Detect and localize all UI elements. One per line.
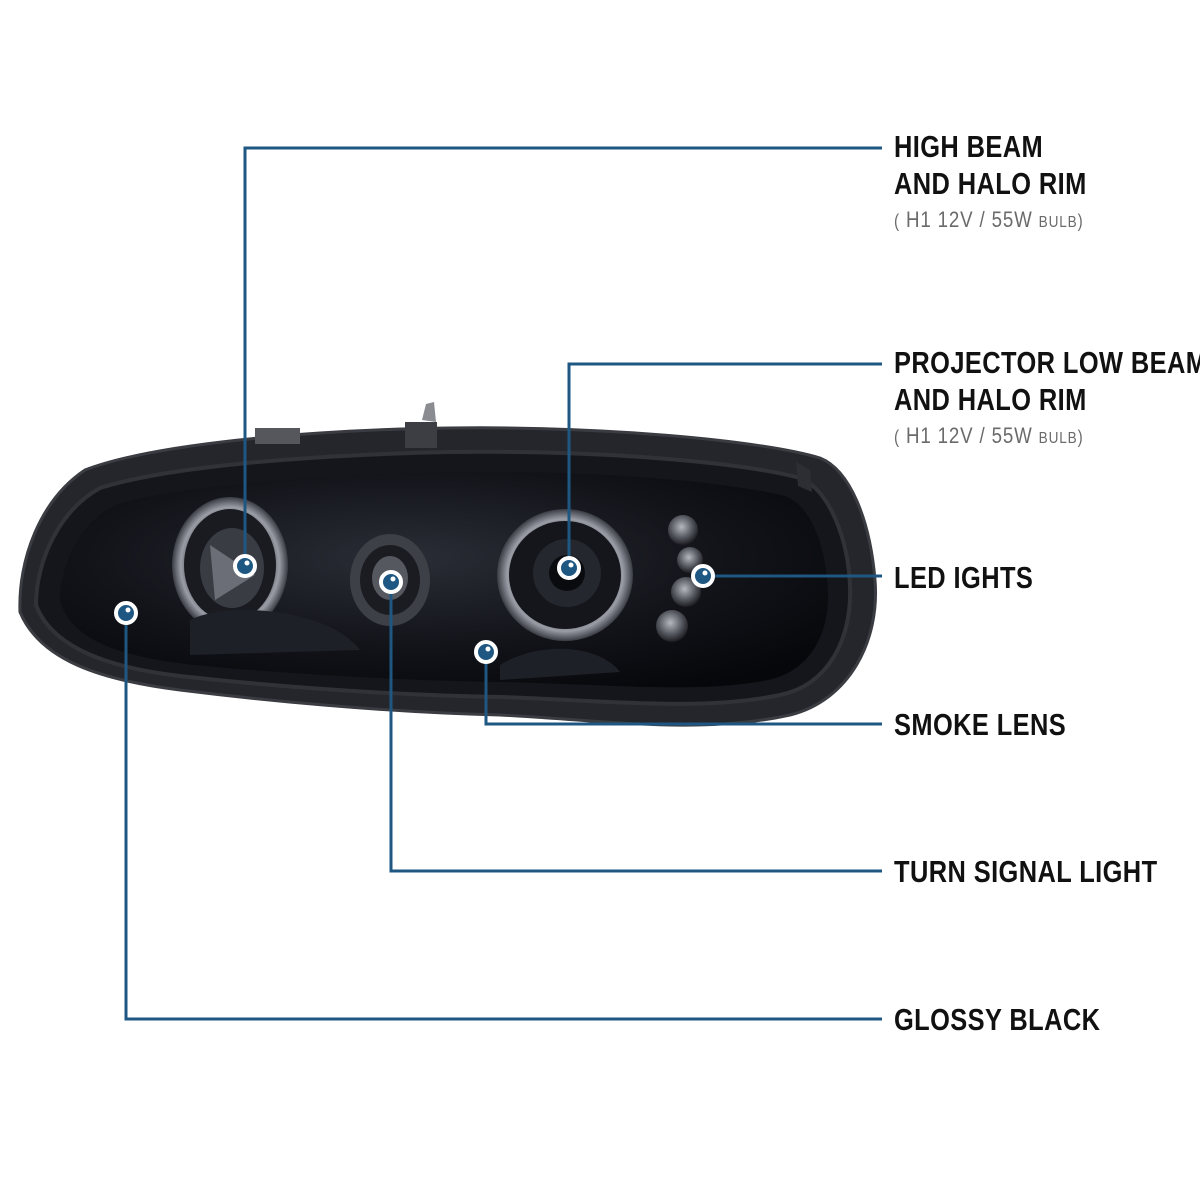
callout-turn-signal-line1: TURN SIGNAL LIGHT [894, 854, 1158, 889]
callout-smoke-lens-title: SMOKE LENS [894, 706, 1066, 743]
leader-line-smoke-lens [484, 652, 882, 726]
callout-smoke-lens-line1: SMOKE LENS [894, 707, 1067, 742]
callout-high-beam-line2: AND HALO RIM [894, 166, 1087, 201]
led-pods [656, 515, 703, 642]
marker-smoke-lens [474, 640, 498, 664]
high-beam-assembly [172, 497, 288, 633]
high-beam-bulb-unit: BULB [1038, 214, 1078, 231]
callout-projector-line2: AND HALO RIM [894, 382, 1087, 417]
marker-high-beam [233, 554, 257, 578]
callout-projector-title: PROJECTOR LOW BEAM AND HALO RIM [894, 344, 1200, 418]
callout-projector-spec: ( H1 12V / 55W BULB) [894, 423, 1084, 448]
high-beam-bulb-spec: H1 12V / 55W [906, 207, 1033, 232]
mount-tab-right [796, 462, 812, 492]
callout-led-title: LED IGHTS [894, 559, 1033, 596]
callout-glossy-black-title: GLOSSY BLACK [894, 1001, 1100, 1038]
leader-line-projector [567, 362, 882, 568]
lower-reflector-left [190, 610, 360, 655]
projector-bulb-spec: H1 12V / 55W [906, 423, 1033, 448]
leader-lines [124, 146, 882, 1021]
mount-tab-mid [405, 422, 437, 448]
callout-projector-line1: PROJECTOR LOW BEAM [894, 345, 1200, 380]
callout-high-beam-line1: HIGH BEAM [894, 129, 1044, 164]
leader-line-turn-signal [389, 582, 882, 873]
marker-projector [557, 556, 581, 580]
callout-glossy-black-line1: GLOSSY BLACK [894, 1002, 1101, 1037]
lower-reflector-right [500, 648, 620, 680]
callout-led-line1: LED IGHTS [894, 560, 1034, 595]
callout-high-beam-title: HIGH BEAM AND HALO RIM [894, 128, 1087, 202]
callout-markers [114, 554, 715, 664]
mount-connector [422, 402, 436, 422]
marker-glossy-black [114, 601, 138, 625]
leader-line-high-beam [243, 146, 882, 566]
projector-bulb-unit: BULB [1038, 430, 1078, 447]
marker-led [691, 564, 715, 588]
callout-high-beam-spec: ( H1 12V / 55W BULB) [894, 207, 1084, 232]
mount-tab-left [255, 428, 300, 444]
callout-turn-signal-title: TURN SIGNAL LIGHT [894, 853, 1158, 890]
leader-line-glossy-black [124, 613, 882, 1021]
marker-turn-signal [379, 570, 403, 594]
